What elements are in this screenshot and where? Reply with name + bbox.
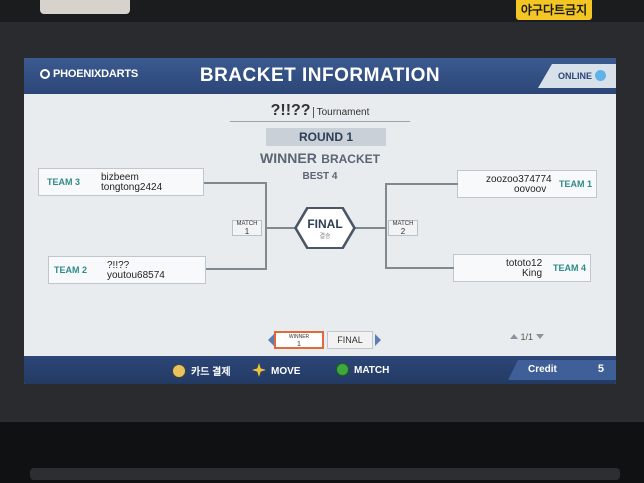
credit-label: Credit — [528, 364, 557, 375]
bracket-line — [386, 183, 458, 185]
credit-panel: Credit 5 — [508, 360, 616, 380]
team-player-1: tototo12 — [506, 258, 543, 269]
bracket-line — [355, 227, 386, 229]
team-player-2: tongtong2424 — [101, 182, 163, 193]
team-box-team4[interactable]: tototo12 King TEAM 4 — [453, 254, 591, 282]
team-box-team3[interactable]: TEAM 3 bizbeem tongtong2424 — [38, 168, 204, 196]
header-bar: PHOENIXDARTS BRACKET INFORMATION ONLINE — [24, 58, 616, 94]
online-globe-icon — [595, 70, 607, 81]
phoenix-logo-icon — [40, 69, 50, 79]
bracket-line — [265, 182, 267, 270]
team-label: TEAM 2 — [54, 265, 88, 275]
tournament-name: ?!!??Tournament — [24, 102, 616, 120]
footer-bar: 카드 결제 MOVE MATCH Credit 5 — [24, 356, 616, 384]
online-status-badge: ONLINE — [538, 64, 616, 88]
game-screen: PHOENIXDARTS BRACKET INFORMATION ONLINE … — [24, 58, 616, 384]
bracket-line — [385, 183, 387, 269]
team-label: TEAM 4 — [552, 263, 586, 273]
final-node: FINAL 결승 — [297, 209, 353, 247]
bracket-line — [204, 182, 266, 184]
team-player-2: King — [522, 268, 543, 279]
dpad-move-icon — [252, 363, 266, 377]
match-hint[interactable]: MATCH — [336, 363, 389, 376]
page-title: BRACKET INFORMATION — [199, 65, 441, 86]
credit-value: 5 — [597, 363, 604, 375]
bracket-line — [386, 267, 454, 269]
team-player-1: ?!!?? — [107, 260, 130, 271]
phoenixdarts-logo: PHOENIXDARTS — [40, 68, 138, 80]
team-box-team2[interactable]: TEAM 2 ?!!?? youtou68574 — [48, 256, 206, 284]
team-label: TEAM 3 — [47, 177, 81, 187]
page-indicator: 1/1 — [510, 332, 544, 342]
logo-text: PHOENIXDARTS — [53, 68, 138, 80]
card-payment-hint[interactable]: 카드 결제 — [172, 363, 231, 378]
no-baseball-darts-sticker: 야구다트금지 — [516, 0, 592, 20]
tab-final[interactable]: FINAL — [327, 331, 373, 349]
top-left-sticker — [40, 0, 130, 14]
bracket-line — [206, 268, 266, 270]
tournament-suffix: Tournament — [312, 107, 370, 118]
machine-ledge — [30, 468, 620, 480]
team-box-team1[interactable]: zoozoo374774 oovoov TEAM 1 — [457, 170, 597, 198]
page-down-icon[interactable] — [535, 334, 544, 339]
online-status-text: ONLINE — [558, 71, 593, 81]
pager-right-arrow-icon[interactable] — [375, 334, 381, 346]
round-badge: ROUND 1 — [266, 128, 386, 146]
card-button-icon — [172, 364, 186, 378]
bracket-text: BRACKET — [321, 152, 380, 166]
tournament-title: ?!!?? — [270, 102, 311, 119]
bracket-line — [265, 227, 295, 229]
bracket-type: WINNER BRACKET — [24, 150, 616, 168]
team-player-2: oovoov — [514, 184, 547, 195]
green-match-button-icon — [336, 363, 349, 376]
team-player-1: bizbeem — [101, 172, 139, 183]
team-player-2: youtou68574 — [107, 270, 165, 281]
final-label: FINAL — [307, 217, 343, 231]
page-up-icon[interactable] — [510, 334, 518, 339]
team-label: TEAM 1 — [558, 179, 592, 189]
title-underline — [230, 121, 410, 122]
move-hint[interactable]: MOVE — [252, 363, 300, 377]
pager-left-arrow-icon[interactable] — [268, 334, 274, 346]
team-player-1: zoozoo374774 — [486, 174, 552, 185]
final-korean-label: 결승 — [319, 234, 331, 240]
best-of-label: BEST 4 — [302, 171, 338, 182]
winner-text: WINNER — [260, 150, 317, 166]
